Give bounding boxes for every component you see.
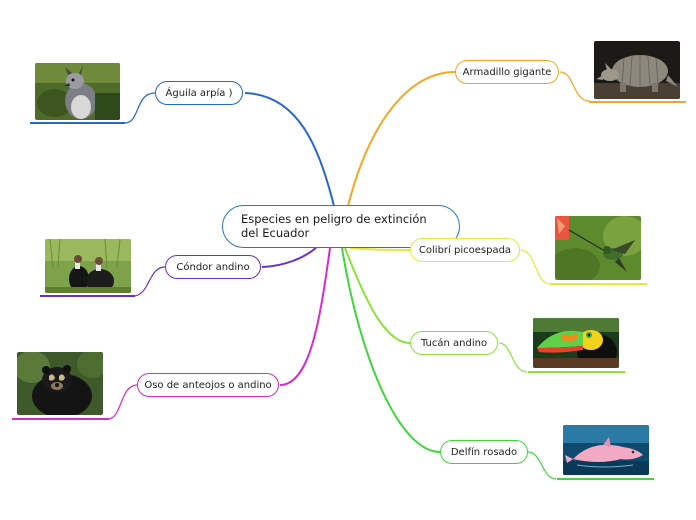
- connector-oso-image: [107, 384, 138, 420]
- branch-colibri-picoespada[interactable]: Colibrí picoespada: [410, 238, 520, 262]
- central-topic-text: Especies en peligro de extinción del Ecu…: [241, 212, 427, 240]
- connector-aguila-image: [124, 92, 156, 124]
- giant-armadillo-underline: [589, 101, 686, 103]
- giant-armadillo-image: [594, 41, 680, 99]
- sword-billed-hummingbird-underline: [550, 283, 647, 285]
- connector-delfin: [341, 247, 441, 453]
- branch-delfin-rosado[interactable]: Delfín rosado: [440, 440, 528, 464]
- connector-colibri: [349, 247, 411, 251]
- branch-label: Colibrí picoespada: [418, 244, 512, 256]
- andean-condor-underline: [40, 295, 135, 297]
- branch-oso-de-anteojos[interactable]: Oso de anteojos o andino: [137, 373, 279, 397]
- andean-condor-image: [45, 239, 131, 293]
- andean-toucan-image: [533, 318, 619, 368]
- connector-condor: [261, 245, 319, 268]
- branch-label: Cóndor andino: [176, 261, 250, 273]
- branch-label: Tucán andino: [420, 337, 488, 349]
- harpy-eagle-image: [35, 63, 120, 120]
- spectacled-bear-image: [17, 352, 103, 415]
- connector-aguila: [244, 92, 336, 211]
- connector-oso: [279, 247, 331, 386]
- branch-condor-andino[interactable]: Cóndor andino: [165, 255, 261, 279]
- connector-condor-image: [132, 266, 166, 297]
- branch-label: Armadillo gigante: [462, 66, 552, 78]
- pink-river-dolphin-underline: [557, 478, 654, 480]
- branch-tucan-andino[interactable]: Tucán andino: [410, 331, 498, 355]
- harpy-eagle-underline: [30, 122, 125, 124]
- spectacled-bear-underline: [12, 418, 109, 420]
- connector-armadillo-image: [559, 71, 591, 102]
- sword-billed-hummingbird-image: [555, 216, 641, 280]
- branch-armadillo-gigante[interactable]: Armadillo gigante: [455, 60, 559, 84]
- connector-tucan-image: [498, 342, 528, 373]
- connector-colibri-image: [520, 249, 551, 285]
- branch-aguila-arpia[interactable]: Águila arpía ): [155, 81, 243, 105]
- pink-river-dolphin-image: [563, 425, 649, 475]
- andean-toucan-underline: [528, 371, 625, 373]
- branch-label: Águila arpía ): [165, 87, 233, 99]
- connector-tucan: [344, 247, 411, 344]
- branch-label: Delfín rosado: [450, 446, 518, 458]
- connector-delfin-image: [527, 451, 557, 480]
- branch-label: Oso de anteojos o andino: [144, 379, 272, 391]
- connector-armadillo: [347, 71, 456, 207]
